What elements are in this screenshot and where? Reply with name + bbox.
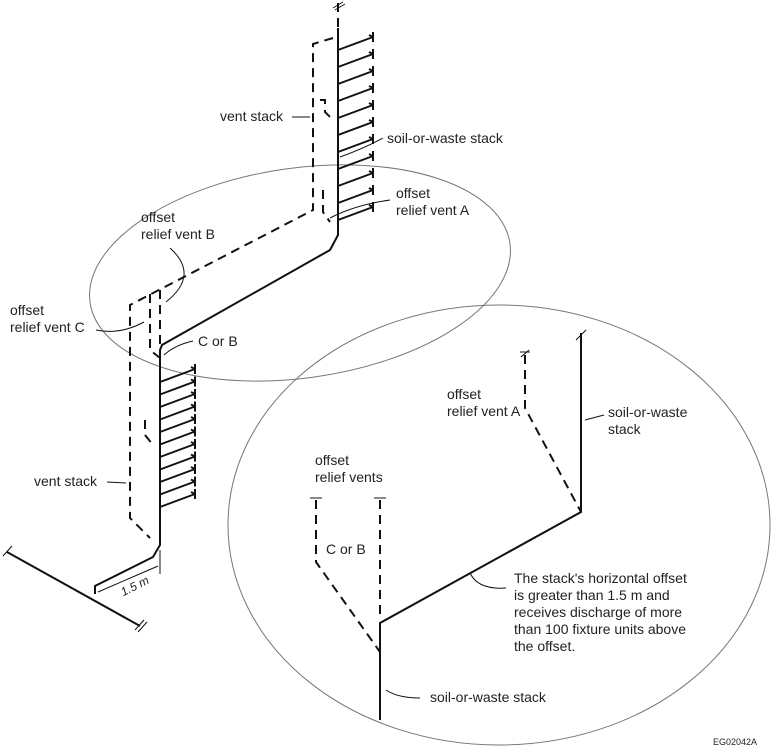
leader-arrow	[469, 572, 507, 589]
fixture-branch	[159, 464, 196, 483]
lower-fixture-branches	[159, 364, 196, 508]
label-line: relief vent C	[10, 319, 85, 335]
label-line: offset	[10, 302, 44, 318]
label-soil-stack-upper: soil-or-waste stack	[387, 130, 503, 146]
figure-code: EG02042A	[713, 737, 758, 747]
fixture-branch	[337, 83, 374, 102]
leader-arrow	[329, 199, 391, 219]
fixture-branch	[337, 100, 374, 119]
leader-arrow	[165, 247, 185, 303]
inset-offset-relief-vent-a	[524, 355, 582, 513]
label-line: offset	[396, 185, 430, 201]
inset-label-c-or-b: C or B	[326, 541, 366, 557]
yoke-vent-upper	[320, 99, 334, 121]
dimension-line	[97, 550, 161, 593]
inset-label-soil-stack-bottom: soil-or-waste stack	[430, 689, 546, 705]
leader-arrow	[106, 481, 127, 484]
break-mark-icon	[332, 1, 346, 11]
detail-callout-ellipse	[89, 164, 511, 382]
fixture-branch	[337, 185, 374, 204]
inset-soil-stack	[379, 333, 582, 720]
fixture-branch	[337, 117, 374, 136]
fixture-branch	[159, 401, 196, 421]
fixture-branch	[159, 476, 196, 496]
fixture-branch	[159, 364, 196, 383]
leader-arrow	[339, 137, 384, 158]
label-line: relief vent A	[447, 403, 521, 419]
vent-stack-dashed	[129, 37, 334, 539]
fixture-branch	[337, 151, 374, 170]
building-drain	[6, 551, 141, 627]
offset-relief-vent-a-pipe	[322, 190, 331, 223]
note-line: the offset.	[514, 638, 576, 654]
label-line: stack	[608, 421, 641, 437]
note-line: than 100 fixture units above	[514, 621, 687, 637]
leader-arrow	[584, 414, 605, 421]
inset-note: The stack's horizontal offset is greater…	[514, 570, 687, 655]
upper-fixture-branches	[337, 32, 374, 221]
leader-arrow	[163, 340, 194, 356]
break-mark-icon	[2, 545, 148, 633]
break-mark-icon	[575, 329, 587, 341]
label-c-or-b-upper: C or B	[198, 333, 238, 349]
fixture-branch	[337, 66, 374, 85]
fixture-branch	[159, 376, 196, 396]
fixture-branch	[159, 451, 196, 471]
label-line: relief vent B	[141, 226, 215, 242]
fixture-branch	[159, 489, 196, 508]
leader-arrow	[95, 321, 145, 332]
fixture-branch	[159, 426, 196, 446]
fixture-branch	[159, 389, 196, 408]
yoke-vent	[144, 420, 154, 446]
fixture-branch	[337, 49, 374, 68]
fixture-branch	[337, 202, 374, 221]
leader-arrow	[385, 689, 421, 699]
note-line: is greater than 1.5 m and	[514, 587, 670, 603]
label-vent-stack-lower: vent stack	[34, 473, 98, 489]
label-line: offset	[141, 209, 175, 225]
label-vent-stack-upper: vent stack	[220, 108, 284, 124]
inset-ellipse	[227, 304, 771, 746]
label-line: relief vent A	[396, 202, 470, 218]
fixture-branch	[159, 414, 196, 433]
offset-relief-vent-c-pipe	[149, 294, 161, 359]
label-line: offset	[447, 386, 481, 402]
fixture-branch	[337, 32, 374, 51]
note-line: receives discharge of more	[514, 604, 683, 620]
fixture-branch	[159, 439, 196, 458]
label-line: offset	[315, 452, 349, 468]
label-line: relief vents	[315, 469, 383, 485]
note-line: The stack's horizontal offset	[514, 570, 687, 586]
fixture-branch	[337, 134, 374, 153]
vent-cap-icon	[520, 349, 530, 358]
inset-relief-vent-c	[315, 500, 381, 653]
label-line: soil-or-waste	[608, 404, 688, 420]
soil-or-waste-stack	[94, 28, 339, 594]
fixture-branch	[337, 168, 374, 187]
